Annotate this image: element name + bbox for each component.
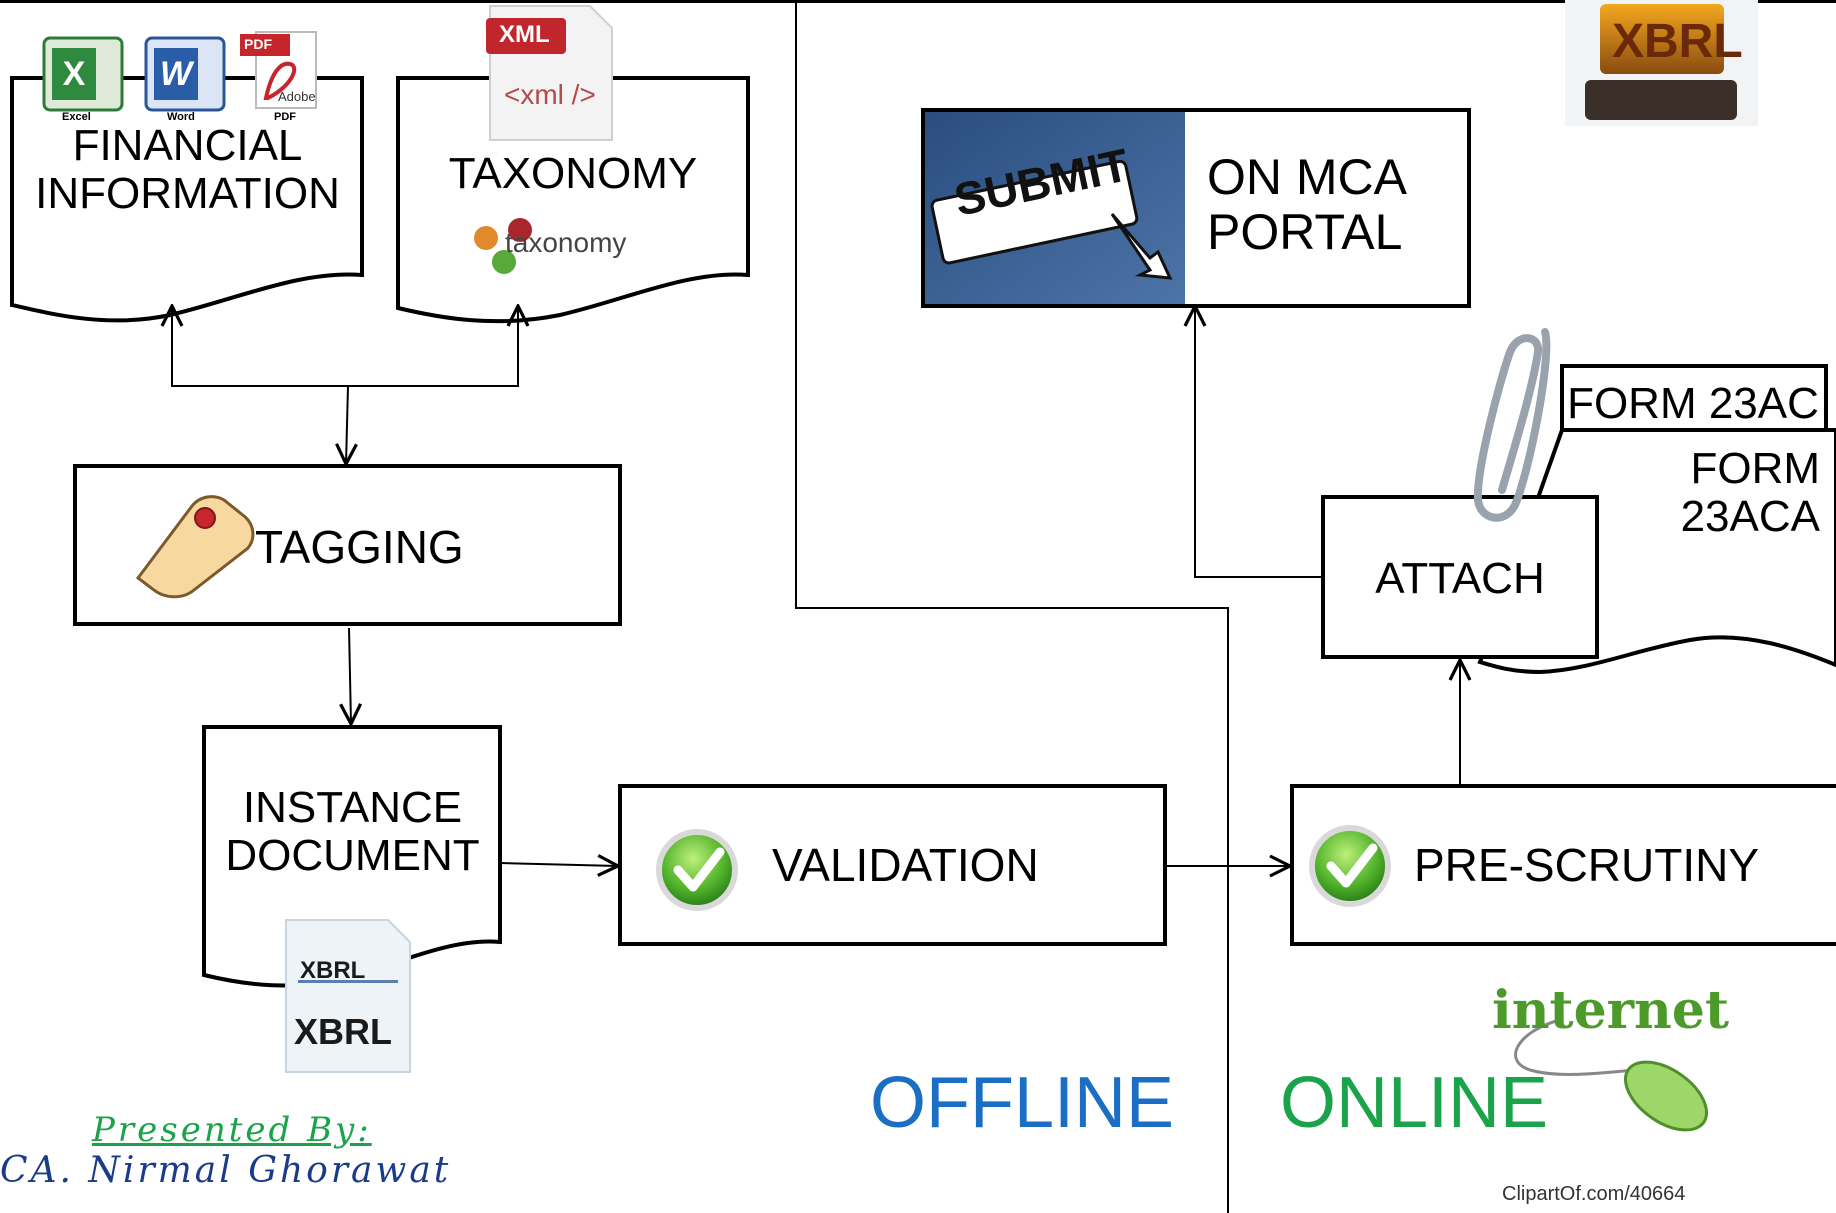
online-label: ONLINE xyxy=(1280,1063,1549,1143)
validation-label: VALIDATION xyxy=(772,839,1039,891)
paperclip-icon xyxy=(1473,328,1551,522)
xml-file-icon xyxy=(486,5,613,141)
attach-to-portal-connector xyxy=(1194,308,1323,578)
arrow-to-validation xyxy=(499,863,618,866)
bracket-connector xyxy=(171,308,519,387)
form-23aca-label: FORM 23ACA xyxy=(1680,444,1820,542)
tag-icon xyxy=(135,495,255,599)
submit-button-icon xyxy=(930,159,1139,265)
presenter-name: CA. Nirmal Ghorawat xyxy=(0,1150,452,1191)
prescrutiny-check-icon xyxy=(1309,825,1391,907)
pdf-label: PDF xyxy=(274,111,296,123)
svg-text:X: X xyxy=(63,55,86,93)
validation-check-icon xyxy=(656,829,738,911)
xml-tag-label: <xml /> xyxy=(504,79,596,110)
taxonomy-label: TAXONOMY xyxy=(448,149,698,198)
arrow-to-tagging xyxy=(346,385,348,464)
presented-by-label: Presented By: xyxy=(92,1110,372,1150)
excel-label: Excel xyxy=(62,111,91,123)
clipart-credit: ClipartOf.com/40664 xyxy=(1502,1183,1686,1205)
word-icon: W xyxy=(144,36,226,112)
offline-online-divider xyxy=(795,0,1229,1213)
prescrutiny-label: PRE-SCRUTINY xyxy=(1414,839,1760,891)
arrow-to-instance xyxy=(349,627,351,724)
xbrl-doc-top-label: XBRL xyxy=(300,957,366,984)
internet-mouse-icon xyxy=(1514,1018,1709,1132)
taxonomy-logo-icon xyxy=(474,218,532,274)
xbrl-document-icon xyxy=(285,919,411,1073)
xbrl-stamp-icon xyxy=(1565,0,1758,126)
cursor-icon xyxy=(1110,213,1173,280)
attach-label: ATTACH xyxy=(1375,554,1545,603)
financial-information-label: FINANCIAL INFORMATION xyxy=(35,121,340,219)
word-label: Word xyxy=(167,111,195,123)
mca-portal-label: ON MCA PORTAL xyxy=(1207,149,1407,260)
instance-document-label: INSTANCE DOCUMENT xyxy=(225,783,480,881)
form-23ac-label: FORM 23AC xyxy=(1567,379,1819,428)
pdf-icon xyxy=(240,31,317,109)
svg-text:W: W xyxy=(160,55,195,93)
tagging-label: TAGGING xyxy=(255,521,464,573)
offline-label: OFFLINE xyxy=(870,1063,1175,1143)
pdf-badge-label: PDF xyxy=(244,36,272,52)
internet-label: internet xyxy=(1492,980,1729,1041)
adobe-label: Adobe xyxy=(278,89,316,104)
xbrl-doc-bottom-label: XBRL xyxy=(294,1011,392,1052)
taxonomy-box xyxy=(396,76,750,324)
xml-badge-label: XML xyxy=(499,21,550,48)
taxonomy-logo-label: taxonomy xyxy=(505,227,627,258)
xbrl-stamp-label: XBRL xyxy=(1612,15,1743,68)
excel-icon: X xyxy=(42,36,124,112)
